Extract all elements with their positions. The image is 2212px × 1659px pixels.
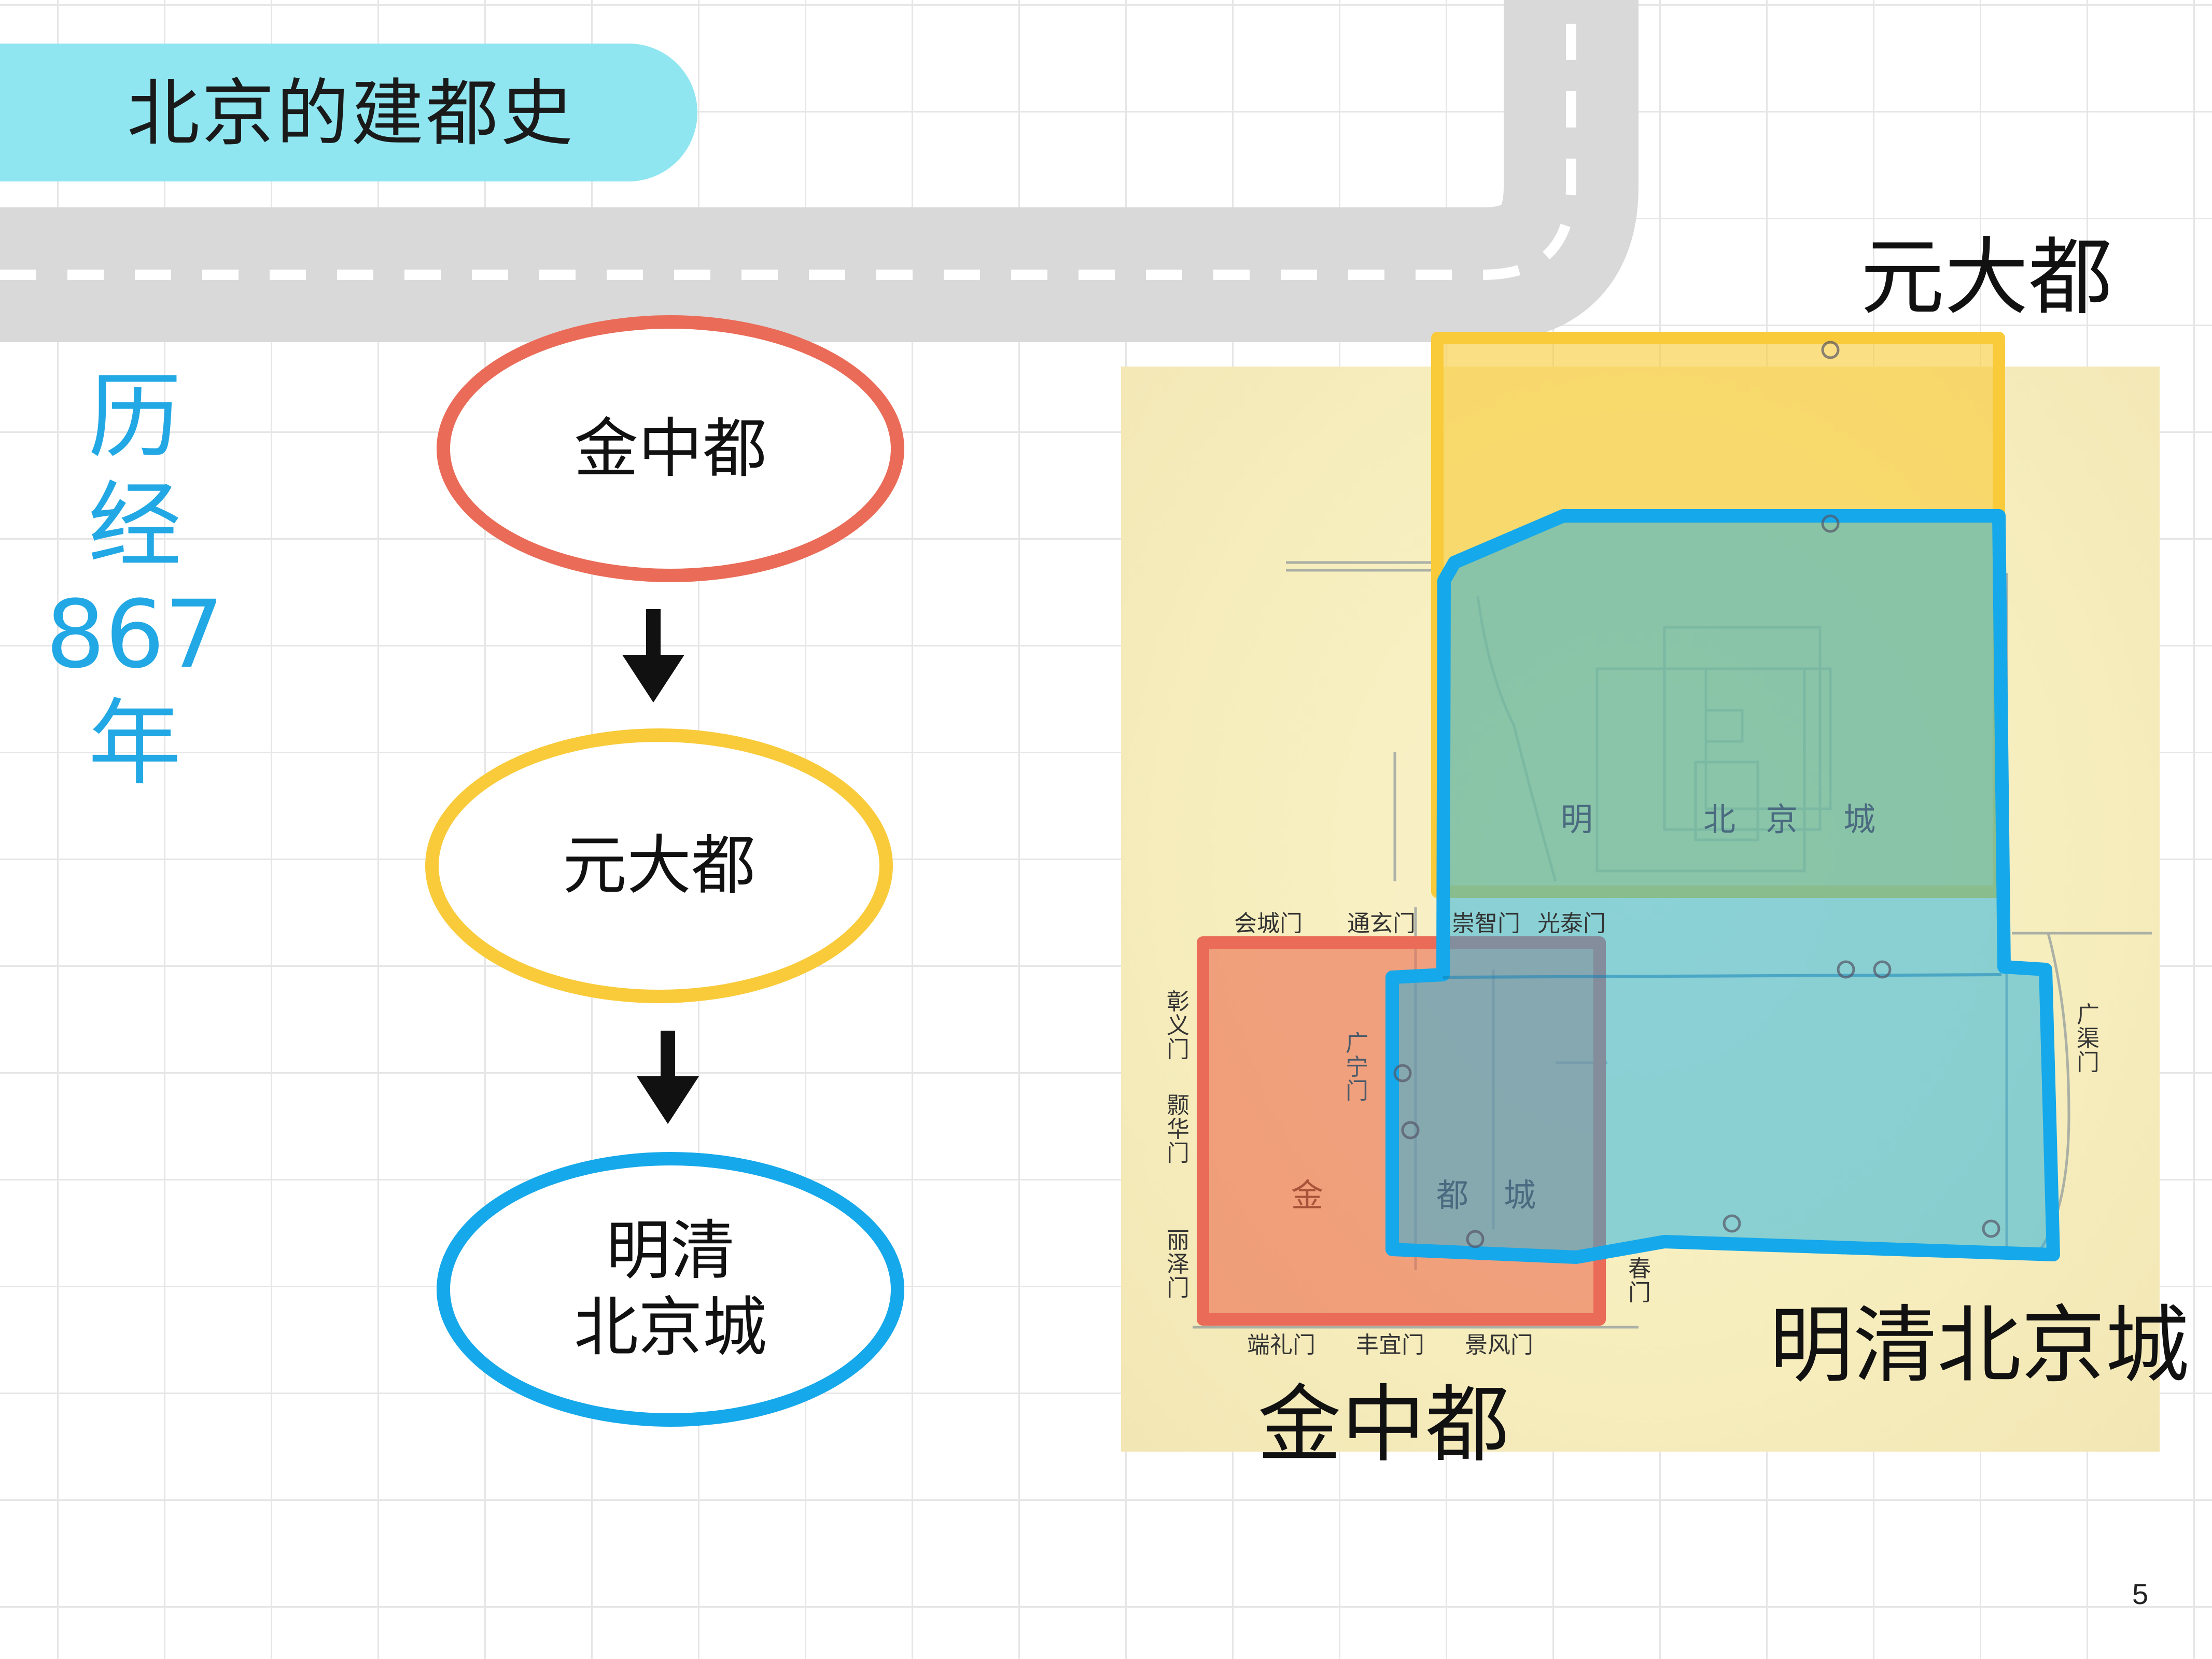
heading-number: 867 <box>46 581 224 689</box>
flow-node-ming-line2: 北京城 <box>573 1290 767 1365</box>
map-inner-du: 都 <box>1436 1176 1469 1214</box>
map-inner-ming: 明 <box>1561 800 1593 838</box>
heading-char-li: 历 <box>88 363 181 471</box>
gate-guangning: 广宁门 <box>1346 1030 1368 1104</box>
gate-duanli: 端礼门 <box>1247 1332 1315 1358</box>
gate-zhangyi: 彰义门 <box>1167 989 1189 1063</box>
map-label-ming-qing: 明清北京城 <box>1769 1297 2189 1395</box>
map-inner-zhongcheng: 城 <box>1504 1176 1536 1214</box>
gate-huicheng: 会城门 <box>1234 910 1303 937</box>
gate-jingfeng: 景风门 <box>1465 1332 1533 1358</box>
history-duration-heading: 历 经 867 年 <box>31 363 239 798</box>
gate-lize: 丽泽门 <box>1167 1227 1189 1301</box>
ming-qing-boundary <box>1385 509 2060 1264</box>
flow-node-jin-label: 金中都 <box>573 411 767 486</box>
down-arrow-icon <box>637 1031 699 1124</box>
ming-inner-wall <box>1443 973 2002 979</box>
gate-guangqu: 广渠门 <box>2077 1002 2099 1076</box>
gate-guangtai: 光泰门 <box>1537 910 1606 937</box>
flow-node-ming-qing-beijing: 明清 北京城 <box>437 1152 904 1427</box>
map-inner-cheng: 城 <box>1843 800 1876 838</box>
map-inner-bei: 北 <box>1703 800 1736 838</box>
map-inner-jing: 京 <box>1766 800 1798 838</box>
down-arrow-icon <box>622 609 684 702</box>
gate-tongxuan: 通玄门 <box>1347 910 1416 937</box>
page-title: 北京的建都史 <box>127 72 576 156</box>
gate-haohua: 颢华门 <box>1167 1092 1189 1166</box>
flow-node-yuan-label: 元大都 <box>562 828 755 903</box>
title-banner <box>0 44 697 181</box>
map-label-jin-zhongdu: 金中都 <box>1257 1376 1509 1474</box>
flow-node-ming-label: 明清 北京城 <box>574 1213 767 1366</box>
map-label-yuan-dadu: 元大都 <box>1860 229 2112 327</box>
heading-char-nian: 年 <box>88 690 181 798</box>
gate-chongzhi: 崇智门 <box>1452 910 1520 937</box>
gate-chunming: 春门 <box>1628 1256 1651 1306</box>
gate-markers <box>1393 341 2000 1248</box>
page-number: 5 <box>2132 1578 2149 1610</box>
flow-node-ming-line1: 明清 <box>606 1214 735 1288</box>
gate-fengyi: 丰宜门 <box>1356 1332 1424 1358</box>
heading-char-jing: 经 <box>88 472 181 580</box>
map-inner-jin: 金 <box>1291 1176 1324 1214</box>
